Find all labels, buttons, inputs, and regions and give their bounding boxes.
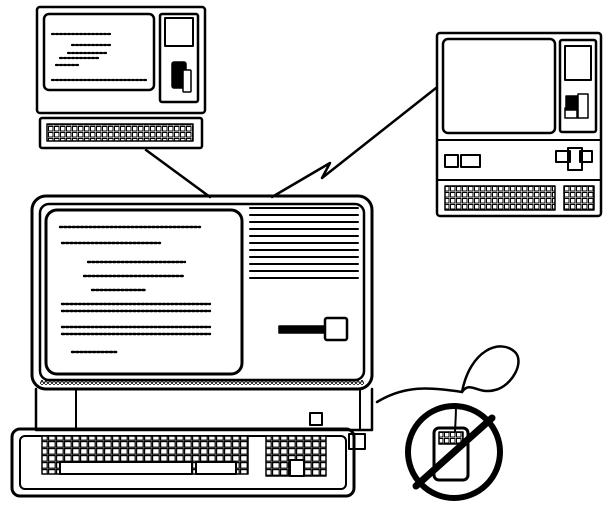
- main-screen-text-lines: [60, 227, 210, 352]
- detached-keyboard: [12, 429, 354, 496]
- cable-mouse: [377, 388, 462, 402]
- vent-grille: [250, 208, 358, 278]
- screen-text-lines: [52, 34, 146, 80]
- cable-small-terminal: [146, 150, 210, 197]
- mouse-cable-loop: [462, 346, 518, 392]
- main-computer: [32, 196, 372, 449]
- cable-remote-terminal: [272, 88, 436, 197]
- no-mouse-symbol: [408, 346, 518, 498]
- small-terminal: [37, 7, 205, 148]
- remote-terminal: [437, 33, 601, 216]
